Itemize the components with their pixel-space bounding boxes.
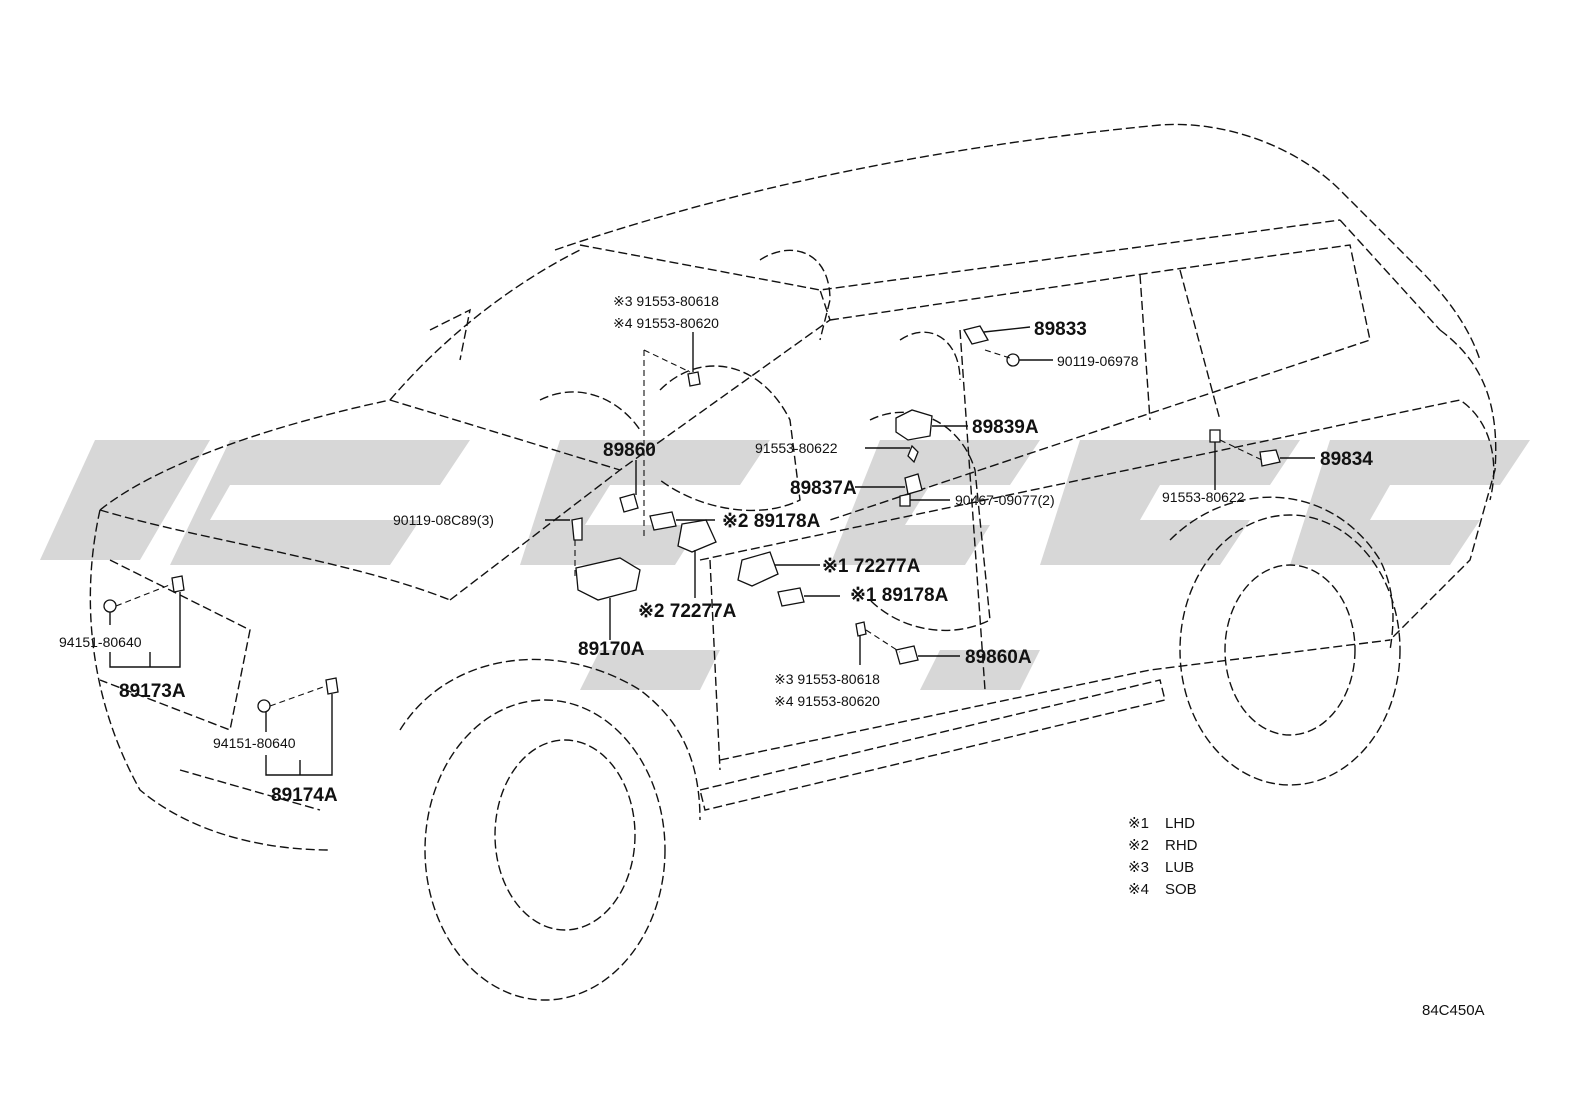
part-89833	[963, 325, 989, 345]
vehicle-outline	[89, 123, 1497, 1001]
legend-mark-2: ※2	[1128, 837, 1149, 854]
part-89173A-sensor	[171, 575, 185, 593]
part-91553-bottom-bolt	[855, 621, 867, 637]
part-90119-06978	[1006, 353, 1020, 367]
legend: ※1 LHD ※2 RHD ※3 LUB ※4 SOB	[1128, 815, 1198, 898]
legend-mark-3: ※3	[1128, 859, 1149, 876]
label-89834: 89834	[1320, 449, 1373, 470]
legend-text-4: SOB	[1165, 881, 1197, 898]
legend-mark-1: ※1	[1128, 815, 1149, 832]
leader-lines	[109, 326, 1315, 776]
part-89860A	[895, 645, 919, 665]
part-94151-left	[103, 599, 117, 613]
label-89173A: 89173A	[119, 681, 186, 702]
label-90467-09077: 90467-09077(2)	[955, 492, 1055, 508]
label-94151-80640-right: 94151-80640	[213, 735, 296, 751]
label-89837A: 89837A	[790, 478, 857, 499]
label-72277A-lhd: ※1 72277A	[822, 556, 921, 577]
part-89178A-top	[649, 511, 677, 531]
part-89170A	[575, 557, 641, 601]
label-bottom-note-lub: ※3 91553-80618	[774, 671, 880, 687]
label-89833: 89833	[1034, 319, 1087, 340]
label-94151-80640-left: 94151-80640	[59, 634, 142, 650]
label-89178A-lhd: ※1 89178A	[850, 585, 949, 606]
legend-mark-4: ※4	[1128, 881, 1149, 898]
watermark-graphic	[40, 440, 1530, 690]
label-89839A: 89839A	[972, 417, 1039, 438]
label-89860A: 89860A	[965, 647, 1032, 668]
label-72277A-rhd: ※2 72277A	[638, 601, 737, 622]
part-72277A-lhd	[737, 551, 779, 587]
label-bottom-note-sob: ※4 91553-80620	[774, 693, 880, 709]
part-89837A	[904, 473, 923, 495]
part-72277A-rhd	[677, 519, 717, 553]
label-89174A: 89174A	[271, 785, 338, 806]
label-90119-06978: 90119-06978	[1057, 353, 1139, 369]
label-91553-80622-right: 91553-80622	[1162, 489, 1245, 505]
label-89170A: 89170A	[578, 639, 645, 660]
part-89178A-lhd	[777, 587, 805, 607]
part-90467-clip	[899, 493, 911, 507]
part-89860	[619, 493, 639, 513]
label-90119-08C89: 90119-08C89(3)	[393, 512, 494, 528]
part-89174A-sensor	[325, 677, 339, 695]
label-91553-80622-mid: 91553-80622	[755, 440, 838, 456]
part-91553-top-bolt	[687, 371, 701, 387]
figure-code: 84C450A	[1422, 1002, 1485, 1019]
part-91553-80622-mid-bolt	[907, 444, 919, 464]
legend-text-2: RHD	[1165, 837, 1198, 854]
part-91553-80622-right-bolt	[1209, 429, 1221, 443]
part-94151-right	[257, 699, 271, 713]
label-89178A-rhd: ※2 89178A	[722, 511, 821, 532]
parts-group	[103, 325, 1281, 713]
legend-text-3: LUB	[1165, 859, 1194, 876]
part-labels: 89833 90119-06978 89839A 91553-80622 898…	[59, 293, 1373, 806]
part-90119-08C89	[571, 517, 583, 541]
part-89839A	[895, 409, 933, 441]
label-top-note-sob: ※4 91553-80620	[613, 315, 719, 331]
legend-text-1: LHD	[1165, 815, 1195, 832]
part-89834	[1259, 449, 1281, 467]
label-89860: 89860	[603, 440, 656, 461]
label-top-note-lub: ※3 91553-80618	[613, 293, 719, 309]
